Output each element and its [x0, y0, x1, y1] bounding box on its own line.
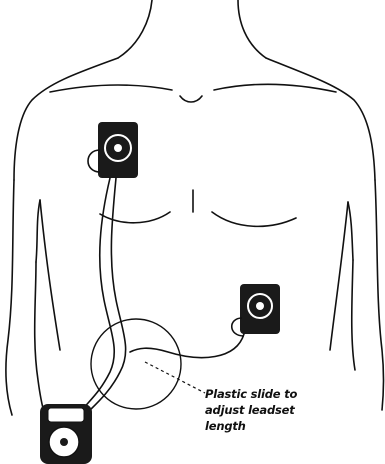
right-pectoral-line [212, 212, 296, 226]
neck-right-line [238, 0, 266, 58]
left-torso-side-line [40, 200, 60, 350]
right-torso-side-line [330, 202, 348, 350]
lower-electrode-center [256, 302, 264, 310]
left-pectoral-line [100, 212, 170, 223]
torso-outline [6, 0, 384, 415]
recorder-dial-center [60, 438, 68, 446]
recorder-device [40, 404, 92, 464]
callout-text-line-3: length [205, 419, 246, 433]
callout-pointer [145, 362, 205, 393]
left-arm-inner-line [35, 262, 44, 412]
neck-left-line [118, 0, 152, 58]
left-arm-outer-line [6, 180, 14, 415]
lower-electrode [232, 284, 280, 336]
left-armpit-line [36, 200, 40, 262]
upper-electrode-center [114, 144, 122, 152]
lead-wires [82, 178, 244, 414]
lower-lead-wire [130, 334, 244, 358]
right-armpit-line [348, 202, 353, 260]
recorder-top-strip [48, 408, 84, 422]
left-clavicle-line [50, 85, 172, 92]
slide-highlight-circle [91, 319, 181, 409]
sternal-notch-line [180, 96, 202, 102]
upper-lead-wire-a [82, 178, 114, 410]
right-shoulder-line [266, 58, 375, 180]
upper-electrode [88, 122, 138, 178]
right-clavicle-line [214, 84, 336, 92]
callout-text-line-2: adjust leadset [205, 403, 295, 417]
right-arm-outer-line [375, 180, 384, 410]
right-arm-inner-line [352, 260, 355, 370]
callout-text-line-1: Plastic slide to [205, 387, 297, 401]
